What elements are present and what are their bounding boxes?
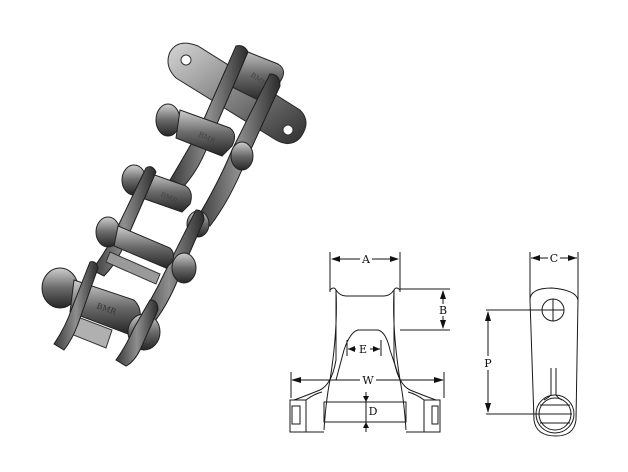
attachment-hole-icon bbox=[282, 124, 294, 136]
label-d: D bbox=[369, 405, 378, 418]
label-e: E bbox=[359, 343, 367, 356]
label-b: B bbox=[439, 304, 447, 317]
dimension-d bbox=[363, 392, 378, 432]
dimension-c bbox=[531, 251, 577, 264]
dimension-a bbox=[331, 252, 399, 264]
label-p: P bbox=[484, 357, 492, 370]
attachment-hole-icon bbox=[180, 54, 192, 66]
dimension-w bbox=[291, 373, 444, 386]
roller bbox=[95, 216, 197, 285]
label-w: W bbox=[362, 374, 374, 387]
label-c: C bbox=[550, 252, 558, 265]
dimension-e bbox=[346, 340, 382, 356]
label-a: A bbox=[361, 253, 371, 266]
attachment-plate bbox=[167, 42, 307, 144]
dimension-b bbox=[437, 290, 449, 329]
side-plate bbox=[53, 261, 159, 367]
dimension-p bbox=[482, 311, 494, 413]
roller: BMR bbox=[155, 103, 254, 171]
